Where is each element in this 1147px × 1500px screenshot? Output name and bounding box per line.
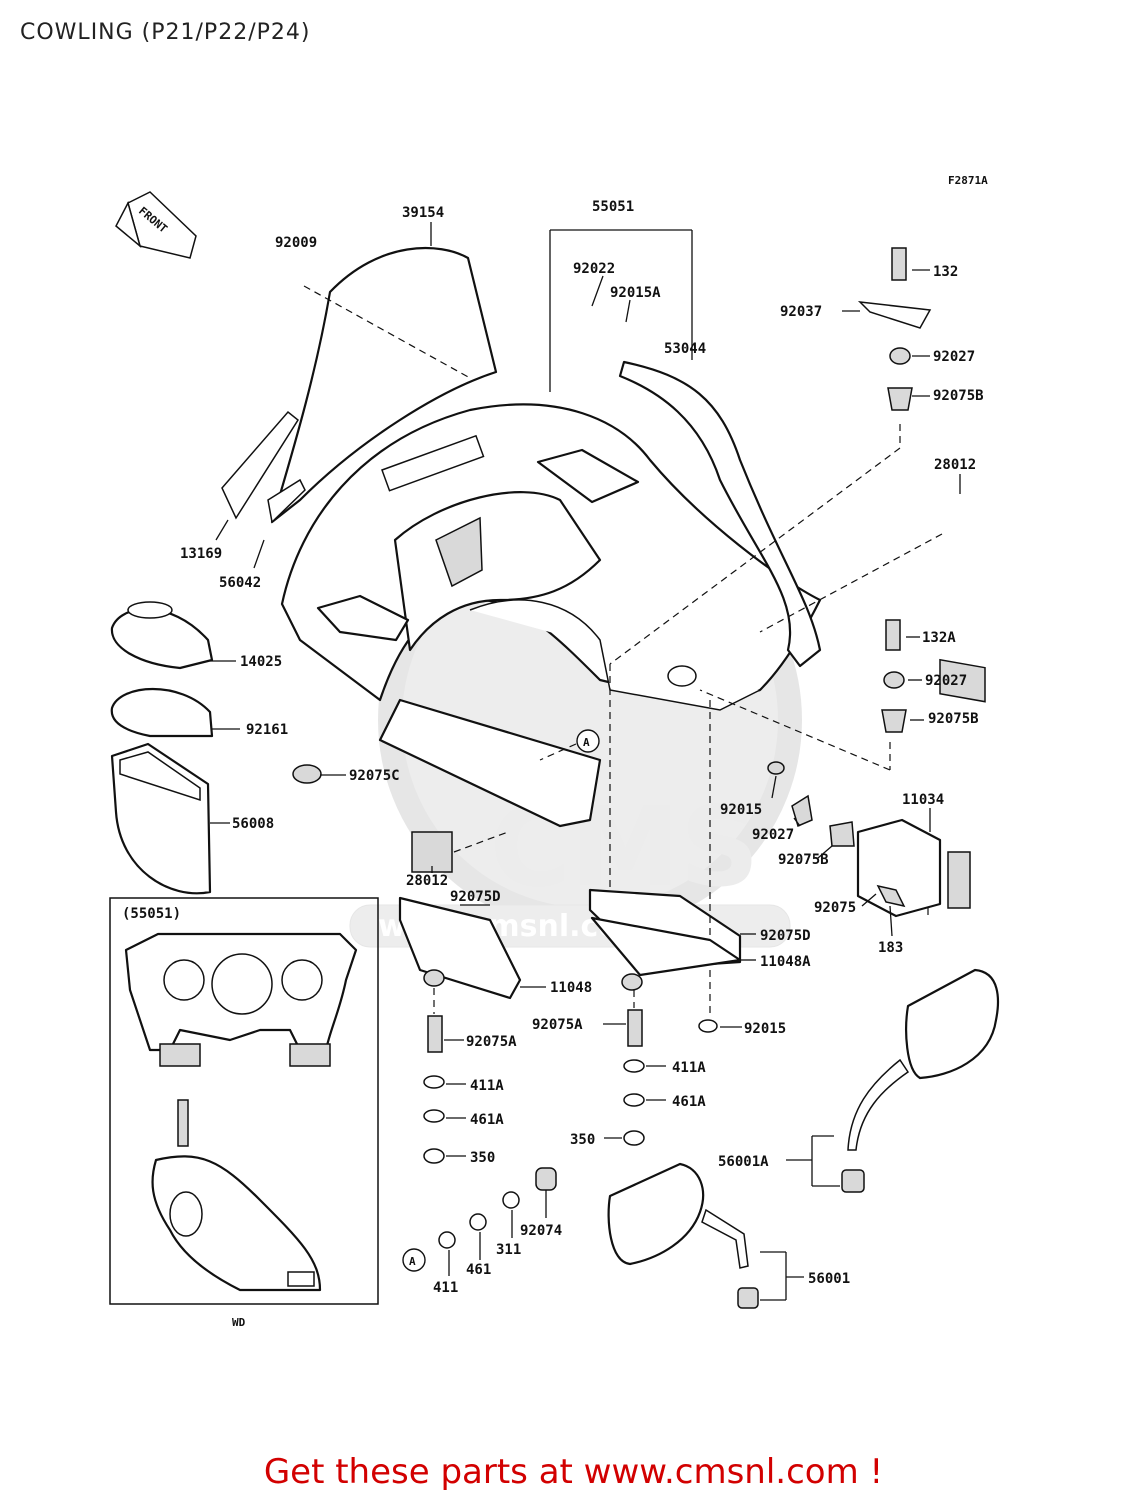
part-label-461: 461 <box>466 1262 491 1278</box>
part-label-55051: 55051 <box>592 199 634 215</box>
leader-lines <box>210 222 961 1301</box>
part-label-56001: 56001 <box>808 1271 850 1287</box>
inset-label: (55051) <box>122 906 181 922</box>
bracket-left <box>398 896 522 1000</box>
part-label-92075d-left: 92075D <box>450 889 501 905</box>
front-arrow-icon: FRONT <box>115 191 197 259</box>
part-label-92075c: 92075C <box>349 768 400 784</box>
part-label-28012-right: 28012 <box>934 457 976 473</box>
hardware-right <box>767 247 932 908</box>
part-label-11048: 11048 <box>550 980 592 996</box>
part-label-411a-right: 411A <box>672 1060 706 1076</box>
bracket-right <box>588 888 742 991</box>
part-label-11048a: 11048A <box>760 954 811 970</box>
cowling-body <box>280 403 822 828</box>
part-label-56008: 56008 <box>232 816 274 832</box>
callout-marker-lower: A <box>402 1248 426 1272</box>
part-label-92027-lower: 92027 <box>752 827 794 843</box>
part-label-11034: 11034 <box>902 792 944 808</box>
part-label-92009: 92009 <box>275 235 317 251</box>
part-label-92074: 92074 <box>520 1223 562 1239</box>
dashed-guides <box>303 285 943 1018</box>
promo-link[interactable]: Get these parts at www.cmsnl.com ! <box>263 1452 884 1492</box>
part-label-92075b-mid: 92075B <box>928 711 979 727</box>
part-label-14025: 14025 <box>240 654 282 670</box>
figure-code: F2871A <box>948 174 988 187</box>
mirror-mount-bracket <box>856 818 971 918</box>
part-label-56001a: 56001A <box>718 1154 769 1170</box>
part-label-411a-left: 411A <box>470 1078 504 1094</box>
part-label-28012-left: 28012 <box>406 873 448 889</box>
part-label-183: 183 <box>878 940 903 956</box>
part-label-411: 411 <box>433 1280 458 1296</box>
part-label-350-right: 350 <box>570 1132 595 1148</box>
fastener-group-bottom <box>438 1167 557 1249</box>
callout-letter: A <box>583 736 590 749</box>
mirror-upper <box>841 968 999 1193</box>
windshield <box>221 246 498 524</box>
part-label-92037: 92037 <box>780 304 822 320</box>
part-label-92075: 92075 <box>814 900 856 916</box>
part-label-13169: 13169 <box>180 546 222 562</box>
part-labels: 39154 92009 55051 92022 92015A 53044 132… <box>180 199 984 1296</box>
part-label-132a: 132A <box>922 630 956 646</box>
glovebox-lid-pad <box>110 687 214 738</box>
part-label-92015-upper: 92015 <box>720 802 762 818</box>
seal-strip <box>618 360 822 668</box>
stay-plate-right <box>939 658 986 703</box>
part-label-53044: 53044 <box>664 341 706 357</box>
part-label-39154: 39154 <box>402 205 444 221</box>
part-label-92075b-lower: 92075B <box>778 852 829 868</box>
page-title: COWLING (P21/P22/P24) <box>20 20 311 45</box>
part-label-461a-left: 461A <box>470 1112 504 1128</box>
part-label-92022: 92022 <box>573 261 615 277</box>
part-label-92027-mid: 92027 <box>925 673 967 689</box>
part-label-350-left: 350 <box>470 1150 495 1166</box>
part-label-92075d-right: 92075D <box>760 928 811 944</box>
glovebox-pocket <box>110 742 212 895</box>
part-label-311: 311 <box>496 1242 521 1258</box>
fastener-stack-left <box>423 1015 445 1164</box>
inset-box: (55051) WD <box>109 897 379 1329</box>
glovebox-lid <box>110 601 214 670</box>
part-label-92027: 92027 <box>933 349 975 365</box>
part-label-132: 132 <box>933 264 958 280</box>
part-label-92075a-right: 92075A <box>532 1017 583 1033</box>
inset-caption: WD <box>232 1316 246 1329</box>
mirror-lower <box>607 1162 759 1309</box>
part-label-92161: 92161 <box>246 722 288 738</box>
fastener-stack-right <box>623 1009 718 1146</box>
grommet-92075c <box>292 764 322 784</box>
part-label-461a-right: 461A <box>672 1094 706 1110</box>
part-label-92015-lower: 92015 <box>744 1021 786 1037</box>
part-label-56042: 56042 <box>219 575 261 591</box>
part-label-92015a: 92015A <box>610 285 661 301</box>
part-label-92075b: 92075B <box>933 388 984 404</box>
callout-marker-upper: A <box>576 729 600 753</box>
callout-letter: A <box>409 1255 416 1268</box>
parts-diagram: CMS www.cmsnl.com FRONT F2871A <box>109 174 999 1329</box>
part-label-92075a-left: 92075A <box>466 1034 517 1050</box>
